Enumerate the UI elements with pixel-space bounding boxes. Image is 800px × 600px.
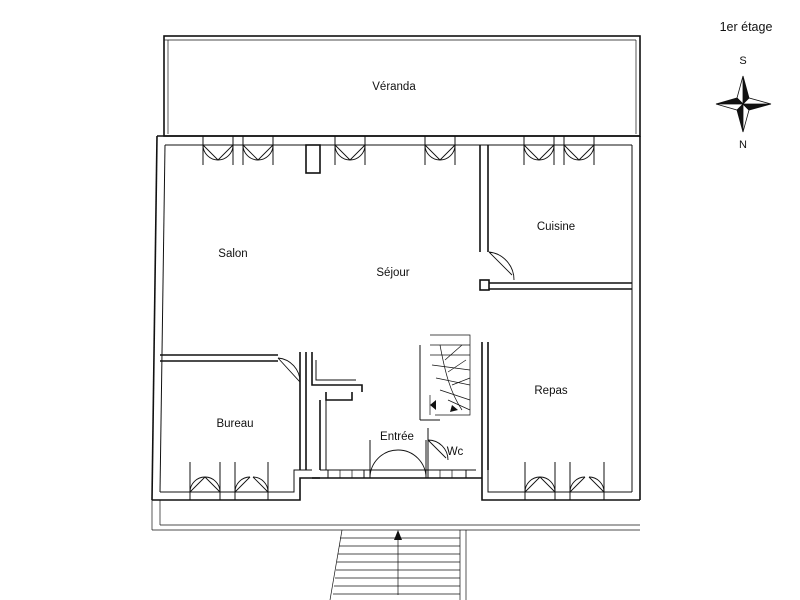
room-label-sejour: Séjour bbox=[376, 267, 409, 279]
room-label-salon: Salon bbox=[218, 248, 247, 260]
room-label-cuisine: Cuisine bbox=[537, 221, 575, 233]
floor-label: 1er étage bbox=[720, 20, 773, 34]
staircase bbox=[429, 334, 471, 416]
north-doors bbox=[202, 136, 595, 165]
compass-north-letter: N bbox=[739, 139, 747, 151]
interior-doors bbox=[277, 251, 515, 479]
compass-south-letter: S bbox=[739, 55, 746, 67]
room-label-wc: Wc bbox=[447, 446, 464, 458]
south-doors bbox=[189, 462, 605, 500]
room-label-entree: Entrée bbox=[380, 431, 414, 443]
interior-partitions bbox=[160, 144, 632, 478]
room-label-bureau: Bureau bbox=[216, 418, 253, 430]
front-terrace bbox=[151, 500, 640, 600]
compass-rose-icon bbox=[715, 75, 772, 133]
south-windows bbox=[327, 469, 467, 479]
room-label-repas: Repas bbox=[534, 385, 567, 397]
exterior-walls bbox=[151, 135, 641, 501]
room-label-veranda: Véranda bbox=[372, 81, 416, 93]
